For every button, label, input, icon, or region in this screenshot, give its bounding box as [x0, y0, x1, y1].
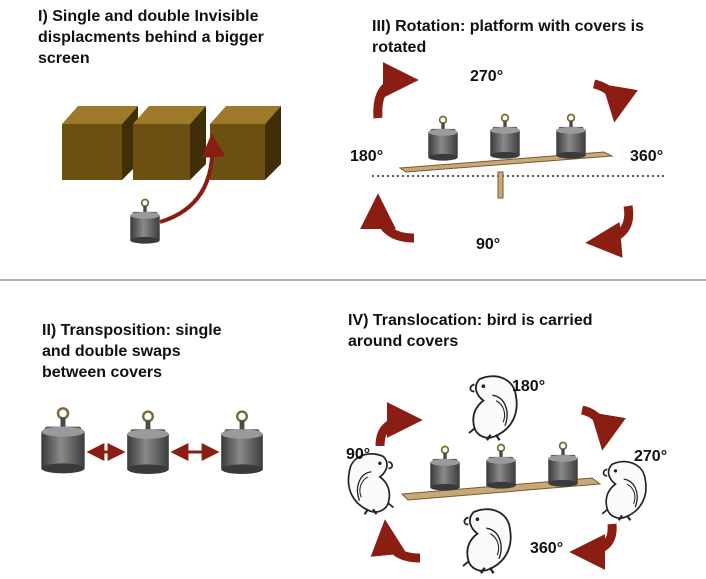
carry-arrow-top-right	[580, 405, 626, 451]
rotation-angle-right: 360°	[630, 148, 664, 165]
translocation-angle-bottom: 360°	[530, 540, 564, 557]
platform-cover-1	[427, 115, 459, 162]
carry-arrow-bottom-left	[370, 519, 421, 563]
panel-1-title-line-2: displacments behind a bigger	[38, 29, 264, 46]
panel-2-title-line-2: and double swaps	[42, 343, 181, 360]
translocation-angle-right: 270°	[634, 448, 668, 465]
rotation-angle-top: 270°	[470, 68, 504, 85]
rotation-angle-left: 180°	[350, 148, 384, 165]
platform-cover-2	[485, 443, 517, 490]
panel-2-covers	[39, 406, 265, 476]
translocation-angle-top: 180°	[512, 378, 546, 395]
panel-1-title: I) Single and double Invisible displacme…	[38, 6, 264, 69]
cover-2	[125, 410, 171, 476]
screen-box-3	[210, 106, 281, 180]
panel-3-rotation	[360, 62, 665, 258]
rotation-arrow-bottom-left	[360, 193, 415, 243]
platform-stand	[497, 171, 504, 199]
panel-1-title-line-1: I) Single and double Invisible	[38, 8, 259, 25]
panel-3-title-line-1: III) Rotation: platform with covers is	[372, 18, 645, 35]
panel-2-title: II) Transposition: single and double swa…	[42, 320, 222, 383]
move-arrow	[159, 133, 226, 224]
platform-cover-1	[429, 445, 461, 492]
panel-1-boxes	[62, 106, 281, 245]
rotation-angle-bottom: 90°	[476, 236, 501, 253]
screen-box-2	[133, 106, 206, 180]
translocation-angle-left: 90°	[346, 446, 371, 463]
panel-4-title-line-1: IV) Translocation: bird is carried	[348, 312, 593, 329]
panel-1-title-line-3: screen	[38, 50, 90, 67]
panel-2-title-line-1: II) Transposition: single	[42, 322, 222, 339]
panel-4-title: IV) Translocation: bird is carried aroun…	[348, 310, 593, 352]
rotation-arrow-top-right	[592, 79, 638, 123]
screen-box-1	[62, 106, 138, 180]
panel-4-translocation	[347, 375, 648, 575]
platform-cover-2	[489, 113, 521, 160]
platform-cover-3	[555, 113, 587, 160]
carry-arrow-top-left	[375, 402, 423, 447]
platform-cover-3	[547, 441, 579, 488]
panel-4-title-line-2: around covers	[348, 333, 459, 350]
panel-3-title-line-2: rotated	[372, 39, 427, 56]
carry-arrow-bottom-right	[569, 523, 617, 570]
bird-right	[601, 460, 648, 522]
panel-3-title: III) Rotation: platform with covers is r…	[372, 16, 644, 58]
panel-2-title-line-3: between covers	[42, 364, 163, 381]
bird-top	[467, 375, 518, 442]
rotation-arrow-top-left	[373, 62, 419, 119]
bird-bottom	[461, 508, 512, 575]
rotation-arrow-bottom-right	[585, 205, 634, 258]
small-cover	[129, 198, 161, 245]
cover-3	[219, 410, 265, 476]
cover-1	[39, 406, 87, 475]
